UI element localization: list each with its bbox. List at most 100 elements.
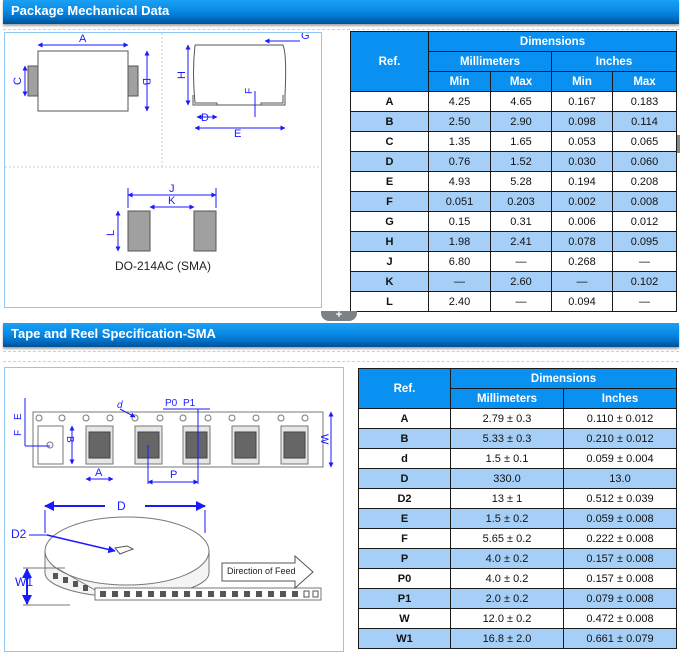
cell-ref: W1 xyxy=(358,628,451,649)
cell-ref: d xyxy=(358,448,451,469)
cell-in-max: 0.114 xyxy=(612,111,677,132)
cell-ref: D2 xyxy=(358,488,451,509)
cell-mm-min: 2.50 xyxy=(428,111,491,132)
expand-button[interactable]: + xyxy=(321,309,357,321)
cell-mm: 12.0 ± 0.2 xyxy=(450,608,564,629)
cell-ref: P0 xyxy=(358,568,451,589)
cell-in: 0.661 ± 0.079 xyxy=(563,628,677,649)
tape-drawing-panel: E F d P0 P1 B W A P D xyxy=(4,367,344,652)
cell-mm-max: 2.41 xyxy=(490,231,552,252)
cell-in-min: 0.194 xyxy=(551,171,613,192)
cell-in: 0.079 ± 0.008 xyxy=(563,588,677,609)
svg-text:J: J xyxy=(169,183,175,195)
cell-ref: K xyxy=(350,271,429,292)
header-mm-min: Min xyxy=(428,71,491,92)
header-in-min: Min xyxy=(551,71,613,92)
cell-in-min: 0.094 xyxy=(551,291,613,312)
cell-mm-max: 1.65 xyxy=(490,131,552,152)
cell-mm-max: 5.28 xyxy=(490,171,552,192)
cell-in: 0.157 ± 0.008 xyxy=(563,568,677,589)
cell-in-max: 0.208 xyxy=(612,171,677,192)
cell-in-min: 0.167 xyxy=(551,91,613,112)
header-mm-max: Max xyxy=(490,71,552,92)
package-caption: DO-214AC (SMA) xyxy=(114,259,212,273)
cell-in: 13.0 xyxy=(563,468,677,489)
cell-in-min: 0.078 xyxy=(551,231,613,252)
header-millimeters: Millimeters xyxy=(428,51,552,72)
cell-in-min: 0.030 xyxy=(551,151,613,172)
cell-ref: L xyxy=(350,291,429,312)
svg-text:F: F xyxy=(13,430,24,436)
cell-in: 0.210 ± 0.012 xyxy=(563,428,677,449)
svg-text:D: D xyxy=(117,499,126,513)
cell-in-max: — xyxy=(612,291,677,312)
feed-direction-label: Direction of Feed xyxy=(227,566,296,576)
cell-in-max: — xyxy=(612,251,677,272)
cell-in: 0.472 ± 0.008 xyxy=(563,608,677,629)
cell-mm: 5.33 ± 0.3 xyxy=(450,428,564,449)
plus-icon: + xyxy=(335,309,343,321)
cell-mm-max: 0.203 xyxy=(490,191,552,212)
cell-mm: 4.0 ± 0.2 xyxy=(450,568,564,589)
cell-in-max: 0.060 xyxy=(612,151,677,172)
cell-mm-min: 2.40 xyxy=(428,291,491,312)
section-header-tape: Tape and Reel Specification-SMA xyxy=(3,323,679,347)
cell-ref: P1 xyxy=(358,588,451,609)
svg-text:K: K xyxy=(168,195,176,207)
svg-text:H: H xyxy=(176,71,188,79)
cell-mm: 2.0 ± 0.2 xyxy=(450,588,564,609)
cell-mm-max: 2.90 xyxy=(490,111,552,132)
svg-text:D: D xyxy=(201,112,209,124)
header-in-max: Max xyxy=(612,71,677,92)
cell-in: 0.222 ± 0.008 xyxy=(563,528,677,549)
cell-mm-max: 2.60 xyxy=(490,271,552,292)
svg-text:B: B xyxy=(140,78,152,85)
section-title-tape: Tape and Reel Specification-SMA xyxy=(11,326,216,341)
cell-in-min: 0.268 xyxy=(551,251,613,272)
svg-text:E: E xyxy=(13,413,24,420)
cell-mm: 330.0 xyxy=(450,468,564,489)
header-ref: Ref. xyxy=(358,368,451,409)
tape-reel-drawing: E F d P0 P1 B W A P D xyxy=(11,398,334,606)
cell-mm: 2.79 ± 0.3 xyxy=(450,408,564,429)
cell-mm: 4.0 ± 0.2 xyxy=(450,548,564,569)
package-outline-drawing: A B C H F D E G J K L xyxy=(5,30,321,252)
cell-ref: A xyxy=(358,408,451,429)
cell-in: 0.110 ± 0.012 xyxy=(563,408,677,429)
cell-mm: 5.65 ± 0.2 xyxy=(450,528,564,549)
cell-mm-min: 1.98 xyxy=(428,231,491,252)
svg-text:E: E xyxy=(234,128,241,140)
svg-text:G: G xyxy=(301,33,310,42)
cell-mm-max: 1.52 xyxy=(490,151,552,172)
cell-mm: 13 ± 1 xyxy=(450,488,564,509)
cell-ref: W xyxy=(358,608,451,629)
svg-text:C: C xyxy=(12,77,24,85)
svg-text:A: A xyxy=(95,467,103,479)
cell-in-min: 0.002 xyxy=(551,191,613,212)
cell-ref: C xyxy=(350,131,429,152)
cell-in: 0.157 ± 0.008 xyxy=(563,548,677,569)
cell-ref: B xyxy=(358,428,451,449)
header-inches: Inches xyxy=(551,51,677,72)
cell-in-max: 0.008 xyxy=(612,191,677,212)
svg-text:F: F xyxy=(244,88,255,94)
cell-in: 0.059 ± 0.004 xyxy=(563,448,677,469)
cell-in-max: 0.183 xyxy=(612,91,677,112)
svg-text:d: d xyxy=(117,400,123,411)
cell-ref: E xyxy=(358,508,451,529)
cell-in-min: 0.098 xyxy=(551,111,613,132)
